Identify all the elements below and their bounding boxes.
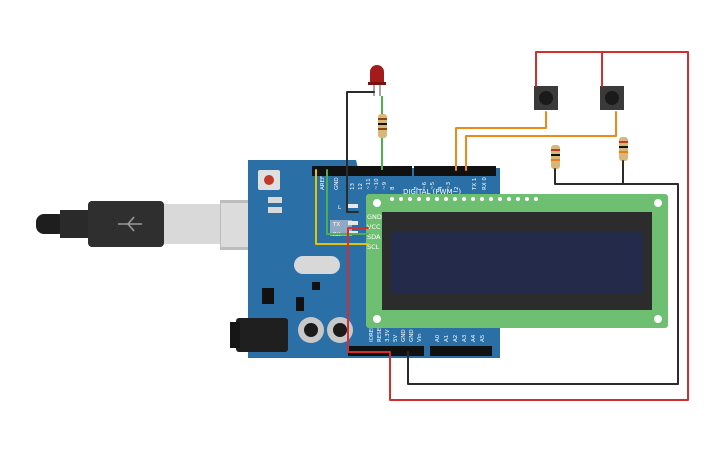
pin-label: ~9 <box>382 181 388 190</box>
lcd-header-pads <box>390 197 538 201</box>
wire-black-gnd[interactable] <box>407 160 679 385</box>
digital-header-label: DIGITAL (PWM~) <box>403 188 461 196</box>
pin-label: ~10 <box>374 178 380 190</box>
lcd-pin-vcc: VCC <box>367 223 381 231</box>
pin-label: A3 <box>462 334 468 342</box>
pin-label: RESET <box>377 324 383 342</box>
wire-yellow-scl[interactable] <box>315 169 369 245</box>
pin-label: ~6 <box>422 181 428 190</box>
pin-label: A2 <box>453 335 459 342</box>
usb-icon <box>118 216 142 232</box>
crystal <box>294 256 340 274</box>
pin-label: ~11 <box>366 178 372 190</box>
pin-label: Vin <box>417 333 423 342</box>
resistor-led[interactable] <box>378 96 387 150</box>
wire-orange-pin2[interactable] <box>465 111 617 171</box>
pin-label: 8 <box>390 186 396 190</box>
gnd-label: GND <box>334 177 340 190</box>
tx-label: TX <box>332 222 340 228</box>
lcd-pin-scl: SCL <box>367 243 380 251</box>
lcd-pin-gnd: GND <box>367 213 382 221</box>
pin-label: 3.3V <box>385 329 391 342</box>
resistor-button-1[interactable] <box>551 145 560 169</box>
wire-orange-pin3[interactable] <box>455 111 547 171</box>
wire-red-5v[interactable] <box>347 227 391 353</box>
pin-label: RX 0 <box>482 177 488 190</box>
red-led[interactable] <box>368 65 386 96</box>
push-button-2[interactable] <box>600 86 624 110</box>
pin-label: A4 <box>471 334 477 342</box>
power-jack[interactable] <box>236 318 288 352</box>
aref-label: AREF <box>320 176 326 190</box>
pin-label: GND <box>401 329 407 342</box>
wire-led-ground[interactable] <box>346 91 375 213</box>
pin-label: 12 <box>358 183 364 190</box>
pin-label: 4 <box>438 186 444 190</box>
pin-label: A0 <box>435 334 441 342</box>
pin-label: GND <box>409 329 415 342</box>
led-l-label: L <box>338 205 342 211</box>
regulator <box>262 288 274 304</box>
pin-label: 5V <box>393 335 399 342</box>
pin-label: 2 <box>454 187 460 191</box>
push-button-1[interactable] <box>534 86 558 110</box>
wire-red-buttons[interactable] <box>389 51 689 401</box>
digital-header-high[interactable] <box>312 166 412 176</box>
pin-label: TX 1 <box>472 178 478 191</box>
pin-label: IOREF <box>369 326 375 342</box>
pin-label: 7 <box>414 186 420 190</box>
resistor-button-2[interactable] <box>619 137 628 161</box>
lcd-i2c-module[interactable]: GND VCC SDA SCL <box>366 194 668 328</box>
lcd-pin-sda: SDA <box>367 233 381 241</box>
pin-label: ~3 <box>446 181 452 190</box>
lcd-screen <box>391 231 643 293</box>
pin-label: ~5 <box>430 181 436 190</box>
digital-header-low[interactable] <box>414 166 496 176</box>
pin-label: 13 <box>350 183 356 190</box>
analog-header[interactable] <box>430 346 492 356</box>
pin-label: A1 <box>444 335 450 342</box>
pin-label: A5 <box>480 334 486 342</box>
wire-green-sda[interactable] <box>326 169 369 235</box>
